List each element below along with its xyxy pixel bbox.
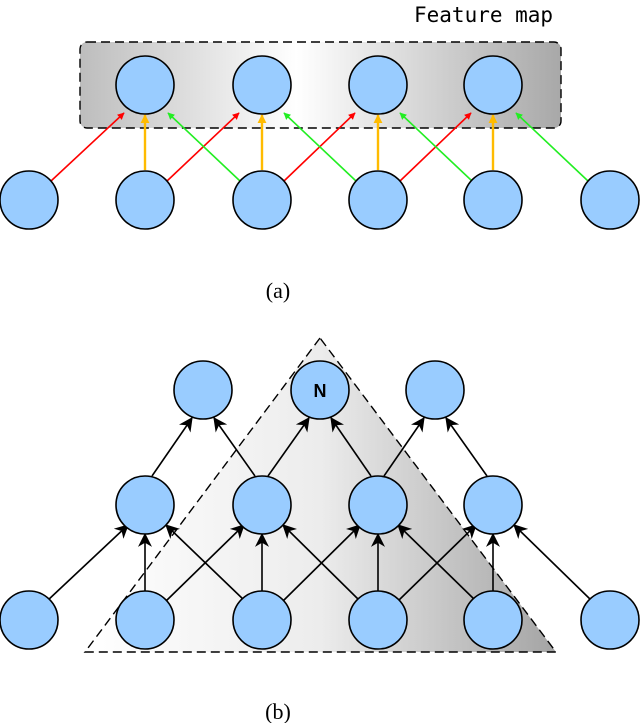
input-nodes-b bbox=[0, 590, 640, 650]
caption-a: (a) bbox=[266, 278, 290, 303]
edge-b-15 bbox=[267, 417, 310, 477]
input-node-a-4 bbox=[348, 170, 408, 230]
edge-b-18 bbox=[445, 417, 488, 477]
output-node-b-1 bbox=[173, 360, 233, 420]
panel-a: Feature map bbox=[0, 3, 640, 303]
input-node-b-1 bbox=[0, 590, 59, 650]
edge-b-13 bbox=[151, 417, 193, 477]
input-node-b-4 bbox=[348, 590, 408, 650]
feature-map-nodes bbox=[115, 55, 523, 115]
edge-b-4 bbox=[165, 524, 246, 602]
edge-green-1 bbox=[167, 112, 241, 182]
edge-b-16 bbox=[330, 417, 372, 477]
edge-green-3 bbox=[399, 112, 473, 182]
feature-map-box bbox=[79, 41, 562, 129]
caption-b: (b) bbox=[265, 699, 291, 723]
feature-node-4 bbox=[463, 55, 523, 115]
panel-a-edges bbox=[50, 112, 589, 182]
edge-b-10 bbox=[397, 524, 477, 602]
hidden-node-b-1 bbox=[115, 475, 175, 535]
output-node-b-3 bbox=[405, 360, 465, 420]
node-n-label: N bbox=[314, 381, 327, 401]
output-nodes-b: N bbox=[173, 360, 465, 420]
input-node-b-6 bbox=[580, 590, 640, 650]
hidden-node-b-4 bbox=[463, 475, 523, 535]
edge-b-17 bbox=[383, 417, 425, 477]
hidden-node-b-2 bbox=[232, 475, 292, 535]
input-node-b-3 bbox=[232, 590, 292, 650]
panel-b-edges bbox=[46, 417, 593, 602]
edge-b-7 bbox=[282, 524, 361, 602]
edge-b-14 bbox=[213, 417, 256, 477]
feature-node-2 bbox=[232, 55, 292, 115]
edge-green-2 bbox=[283, 112, 357, 182]
edge-red-1 bbox=[50, 112, 125, 182]
input-node-a-6 bbox=[580, 170, 640, 230]
output-node-n bbox=[290, 360, 350, 420]
edge-b-1 bbox=[46, 524, 129, 602]
input-node-b-5 bbox=[463, 590, 523, 650]
hidden-node-b-3 bbox=[348, 475, 408, 535]
edge-green-4 bbox=[515, 112, 589, 182]
input-node-a-5 bbox=[463, 170, 523, 230]
hidden-nodes-b bbox=[115, 475, 523, 535]
edge-b-12 bbox=[513, 524, 593, 602]
input-node-a-2 bbox=[115, 170, 175, 230]
panel-b: N (b) bbox=[0, 336, 640, 723]
input-node-a-1 bbox=[0, 170, 59, 230]
input-node-b-2 bbox=[115, 590, 175, 650]
feature-node-3 bbox=[348, 55, 408, 115]
input-node-a-3 bbox=[232, 170, 292, 230]
feature-map-title: Feature map bbox=[414, 3, 553, 27]
input-nodes-a bbox=[0, 170, 640, 230]
feature-node-1 bbox=[115, 55, 175, 115]
receptive-field-triangle bbox=[83, 336, 558, 653]
